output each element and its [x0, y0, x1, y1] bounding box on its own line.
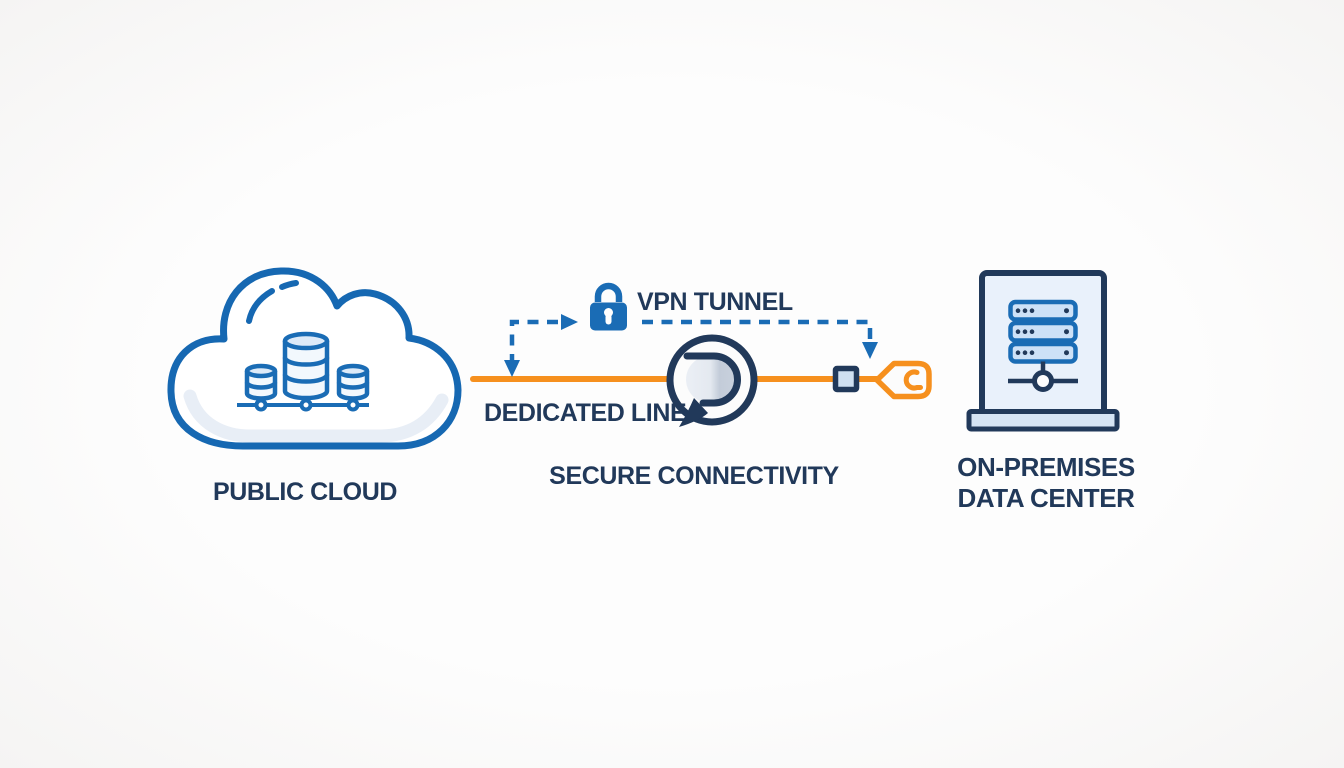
cloud-shine-mark [246, 288, 275, 324]
secure-connectivity-label: SECURE CONNECTIVITY [549, 462, 839, 490]
tower-base [966, 409, 1120, 432]
connector-square-icon [832, 365, 860, 393]
arrow-down-icon [862, 342, 878, 359]
vpn-dashed-route-right [642, 319, 878, 359]
cloud-shine-dash [279, 280, 299, 290]
server-tower-icon [966, 270, 1120, 432]
vpn-tunnel-label: VPN TUNNEL [637, 288, 793, 316]
padlock-icon [590, 282, 627, 331]
on-premises-label-line2: DATA CENTER [957, 483, 1135, 513]
dedicated-line-label: DEDICATED LINE [484, 399, 687, 427]
tunnel-icon [666, 334, 758, 427]
tunnel-tail [679, 398, 708, 427]
database-cluster-icon [237, 331, 370, 412]
arrow-down-icon [504, 360, 520, 377]
rack-led-dots [1015, 308, 1069, 356]
on-premises-label: ON-PREMISES DATA CENTER [957, 452, 1135, 514]
cloud-databases-icon [167, 267, 462, 450]
cloud-inner-shadow [183, 389, 449, 443]
cable-plug-icon [874, 360, 932, 400]
on-premises-label-line1: ON-PREMISES [957, 452, 1135, 482]
vpn-dashed-route-left [504, 314, 578, 377]
network-node [1008, 361, 1078, 392]
arrow-right-icon [561, 314, 578, 330]
public-cloud-label: PUBLIC CLOUD [212, 478, 398, 506]
